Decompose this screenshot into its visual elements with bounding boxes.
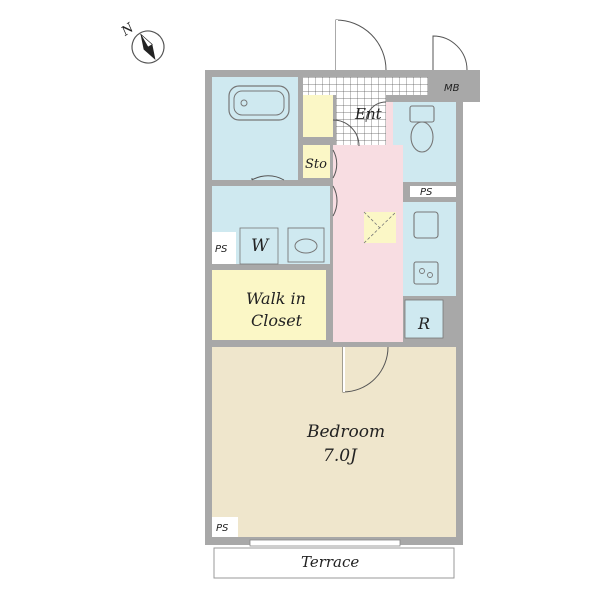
label-closet-1: Walk in <box>246 289 306 308</box>
mb-wall <box>432 70 480 102</box>
pipe-space-left <box>212 232 236 264</box>
terrace-window <box>249 539 401 547</box>
bathroom <box>212 77 298 180</box>
washer-space <box>239 227 279 265</box>
door-swings <box>251 19 468 393</box>
washbasin-icon <box>287 227 325 263</box>
label-pipe-space-bottom: PS <box>216 523 229 534</box>
walk-in-closet <box>212 270 326 340</box>
stove-icon <box>413 261 439 285</box>
label-bedroom: Bedroom <box>306 422 385 442</box>
shoe-cupboard <box>303 95 333 137</box>
entrance-tiles <box>303 77 428 95</box>
bedroom <box>212 347 456 537</box>
compass-label: N <box>118 20 137 40</box>
door-panels <box>336 20 345 392</box>
toilet-room <box>393 102 456 182</box>
kitchen-counter <box>403 202 456 296</box>
label-pipe-space-right: PS <box>420 187 433 198</box>
north-arrow-icon <box>131 30 165 64</box>
label-bedroom-size: 7.0J <box>323 446 358 466</box>
label-refrigerator: R <box>417 314 430 333</box>
corridor-upper <box>386 102 393 182</box>
label-entrance: Ent <box>354 105 383 123</box>
label-pipe-space-left: PS <box>215 244 228 255</box>
label-storage: Sto <box>305 157 327 172</box>
bathtub-icon <box>228 85 290 121</box>
pipe-space-right <box>410 186 456 197</box>
toilet-icon <box>409 105 435 153</box>
terrace <box>213 547 455 579</box>
storage-room <box>303 145 330 178</box>
sink-icon <box>413 211 439 239</box>
refrigerator-space <box>404 299 444 339</box>
label-closet-2: Closet <box>251 311 303 330</box>
label-washer: W <box>251 236 270 256</box>
label-meter-box: MB <box>444 83 460 94</box>
pipe-space-bottom <box>212 517 238 537</box>
label-terrace: Terrace <box>301 553 359 571</box>
